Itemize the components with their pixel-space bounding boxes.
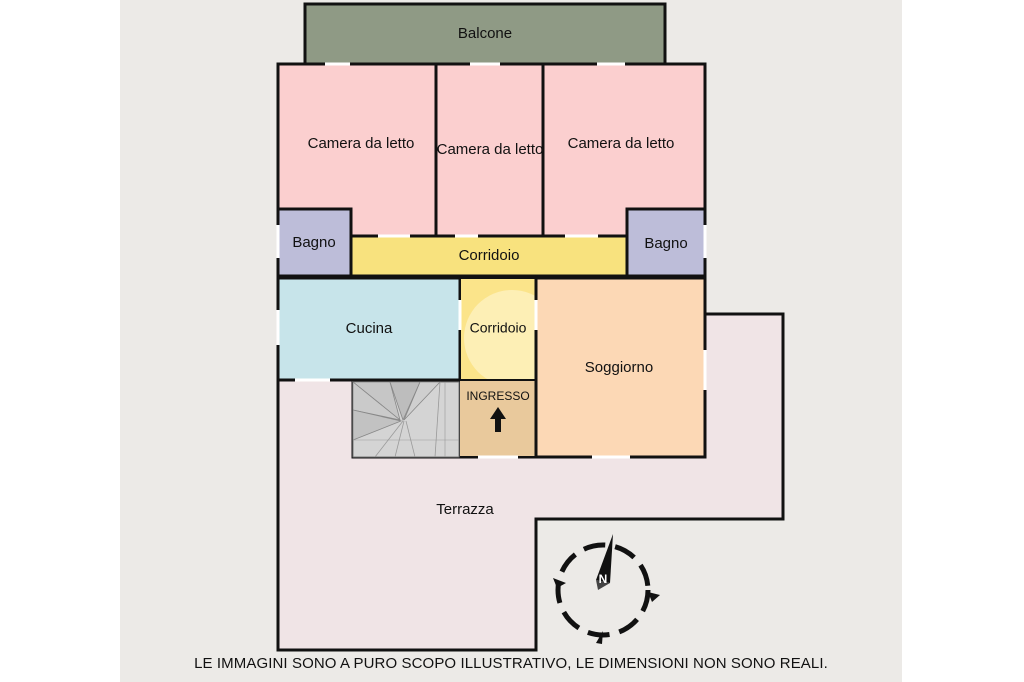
kitchen-area (276, 276, 462, 382)
room-label-kitchen: Cucina (346, 320, 393, 337)
compass-icon: N (553, 534, 660, 644)
room-label-bathroom-left: Bagno (292, 234, 335, 251)
balcony-area (303, 2, 667, 66)
room-label-bathroom-right: Bagno (644, 235, 687, 252)
compass-north-label: N (599, 572, 608, 586)
room-label-terrace: Terrazza (436, 501, 494, 518)
room-label-corridor-upper: Corridoio (459, 247, 520, 264)
room-label-corridor-lower: Corridoio (470, 320, 527, 336)
bathroom-left-area (276, 207, 353, 278)
room-label-living: Soggiorno (585, 359, 653, 376)
stairs (351, 381, 460, 458)
arrow-up-icon (490, 407, 506, 432)
openings (276, 62, 707, 459)
room-label-entrance: INGRESSO (466, 389, 529, 403)
room-label-bedroom-middle: Camera da letto (437, 141, 544, 158)
room-label-bedroom-right: Camera da letto (568, 135, 675, 152)
corridor-upper-area (349, 234, 629, 278)
bathroom-right-area (625, 207, 707, 278)
room-label-balcony: Balcone (458, 25, 512, 42)
living-room-area (534, 276, 707, 459)
room-label-bedroom-left: Camera da letto (308, 135, 415, 152)
disclaimer-text: LE IMMAGINI SONO A PURO SCOPO ILLUSTRATI… (194, 655, 828, 672)
